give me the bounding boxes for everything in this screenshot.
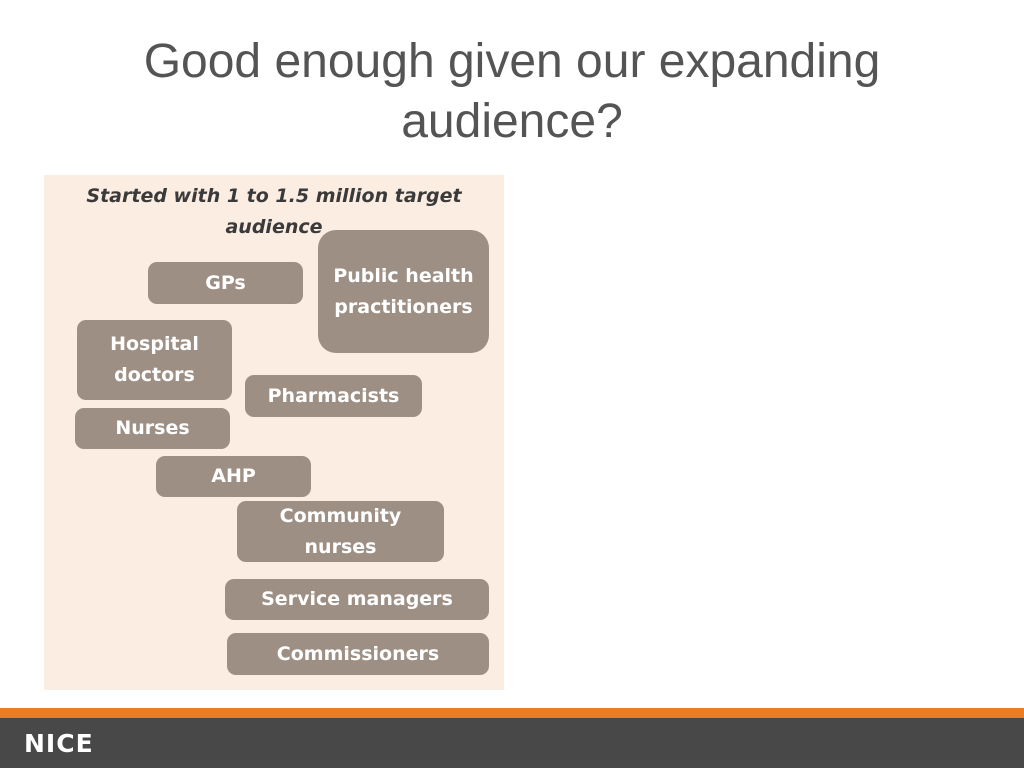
accent-stripe: [0, 708, 1024, 718]
audience-pill-label: Service managers: [261, 588, 453, 610]
audience-pill-nurses: Nurses: [75, 408, 230, 449]
audience-pill-label: GPs: [205, 271, 246, 294]
slide-title: Good enough given our expanding audience…: [143, 35, 881, 148]
panel-heading: Started with 1 to 1.5 million target aud…: [86, 185, 462, 238]
audience-pill-label: Nurses: [115, 417, 190, 439]
audience-pill-public-health-practitioners: Public health practitioners: [318, 230, 489, 353]
audience-pill-community-nurses: Community nurses: [237, 501, 444, 562]
audience-pill-label: Pharmacists: [267, 384, 400, 407]
audience-pill-commissioners: Commissioners: [227, 633, 489, 675]
audience-pill-service-managers: Service managers: [225, 579, 489, 620]
footer-bar: [0, 718, 1024, 768]
audience-pill-hospital-doctors: Hospital doctors: [77, 320, 232, 400]
nice-logo: NICE: [24, 729, 94, 758]
audience-pill-label: Hospital doctors: [110, 333, 199, 386]
audience-pill-label: Commissioners: [276, 642, 440, 665]
audience-pill-pharmacists: Pharmacists: [245, 375, 422, 417]
audience-pill-ahp: AHP: [156, 456, 311, 497]
audience-pill-gps: GPs: [148, 262, 303, 304]
audience-pill-label: Community nurses: [279, 504, 402, 558]
audience-pill-label: Public health practitioners: [333, 264, 474, 318]
audience-pill-label: AHP: [211, 465, 256, 487]
